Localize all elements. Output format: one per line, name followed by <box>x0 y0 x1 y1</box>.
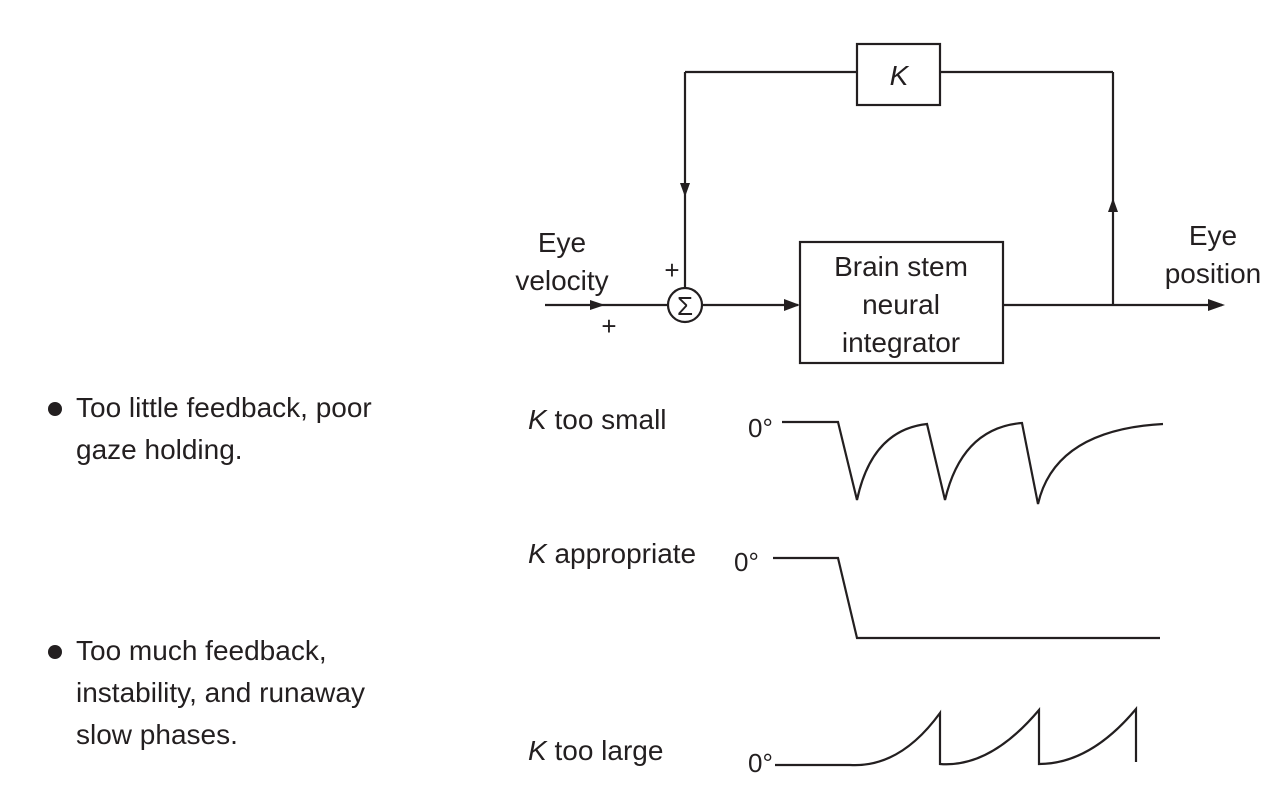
integrator-label-line-2: neural <box>862 289 940 320</box>
output-arrow-icon <box>1208 299 1225 311</box>
trace-zero-label-2: 0° <box>734 547 759 577</box>
bullet-2-line-3: slow phases. <box>76 719 238 750</box>
output-label-line-2: position <box>1165 258 1262 289</box>
plus-sign-bottom: + <box>601 311 616 341</box>
bullet-2-line-2: instability, and runaway <box>76 677 365 708</box>
bullet-1-line-1: Too little feedback, poor <box>76 392 372 423</box>
input-label-line-1: Eye <box>538 227 586 258</box>
trace-label-k-appropriate: K appropriate <box>528 538 696 569</box>
bullet-too-little-feedback: Too little feedback, poor gaze holding. <box>48 387 496 471</box>
trace-label-k-too-large: K too large <box>528 735 663 766</box>
sum-to-integrator-arrow-icon <box>784 299 800 311</box>
trace-k-too-large <box>775 705 1138 767</box>
feedback-loop <box>680 70 1118 305</box>
trace-zero-label-3: 0° <box>748 748 773 778</box>
trace-k-appropriate <box>773 556 1160 640</box>
sigma-symbol: Σ <box>677 291 693 321</box>
integrator-label-line-1: Brain stem <box>834 251 968 282</box>
feedback-up-arrow-icon <box>1108 198 1118 212</box>
bullet-1-line-2: gaze holding. <box>76 434 243 465</box>
trace-zero-label-1: 0° <box>748 413 773 443</box>
trace-k-too-small <box>782 420 1164 505</box>
bullet-dot-icon <box>48 645 62 659</box>
output-label-line-1: Eye <box>1189 220 1237 251</box>
feedback-down-arrow-icon <box>680 183 690 197</box>
gain-block-k <box>855 42 942 107</box>
input-label-line-2: velocity <box>515 265 608 296</box>
plus-sign-top: + <box>664 255 679 285</box>
integrator-label-line-3: integrator <box>842 327 960 358</box>
gain-block-label: K <box>890 60 910 91</box>
bullet-too-much-feedback: Too much feedback, instability, and runa… <box>48 630 496 756</box>
bullet-dot-icon <box>48 402 62 416</box>
input-arrow-icon <box>590 300 605 310</box>
integrator-block <box>798 240 1005 365</box>
trace-label-k-too-small: K too small <box>528 404 667 435</box>
bullet-2-line-1: Too much feedback, <box>76 635 327 666</box>
